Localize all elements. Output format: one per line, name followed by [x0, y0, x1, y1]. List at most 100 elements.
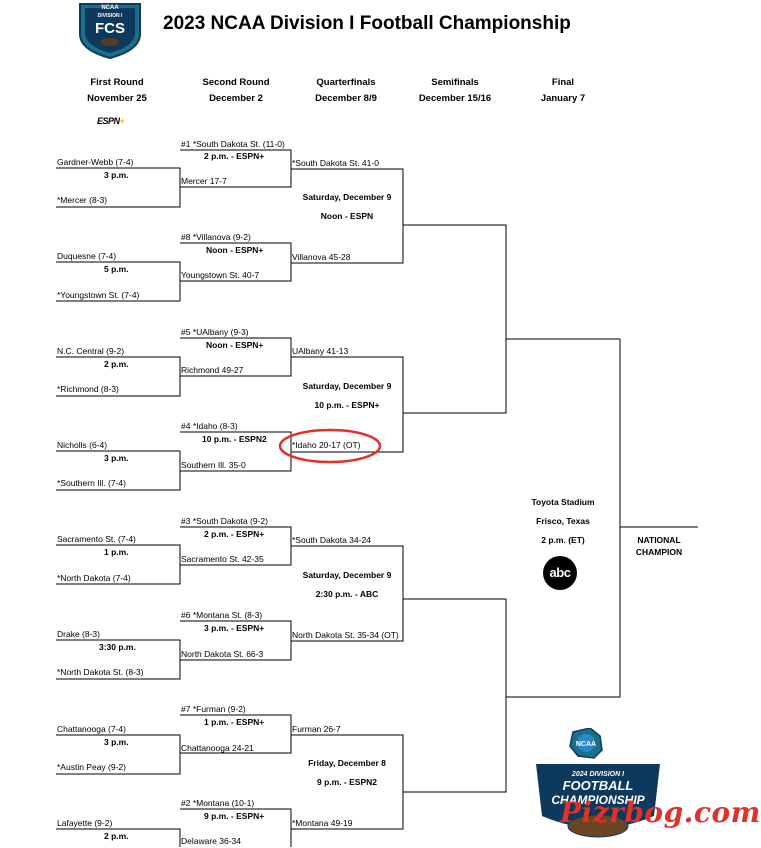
sr-time: 2 p.m. - ESPN+	[204, 529, 265, 539]
sr-seed-team: #1 *South Dakota St. (11-0)	[181, 139, 285, 149]
sr-seed-team: #5 *UAlbany (9-3)	[181, 327, 249, 337]
sr-bracket-2	[180, 242, 292, 282]
sr-result: Southern Ill. 35-0	[181, 460, 246, 470]
fr-bottom-team: *North Dakota (7-4)	[57, 573, 131, 583]
fr-top-team: Chattanooga (7-4)	[57, 724, 126, 734]
qf-day: Saturday, December 9	[302, 192, 392, 202]
sr-time: Noon - ESPN+	[206, 340, 264, 350]
final-venue: Toyota Stadium	[531, 497, 595, 507]
qf-bracket-2	[291, 356, 404, 453]
sr-time: 3 p.m. - ESPN+	[204, 623, 265, 633]
champ-logo-line3: CHAMPIONSHIP	[551, 793, 645, 807]
fr-time: 1 p.m.	[104, 547, 129, 557]
fr-bottom-team: *Austin Peay (9-2)	[57, 762, 126, 772]
qf-bottom-result: *Montana 49-19	[292, 818, 353, 828]
round-date: December 15/16	[418, 93, 492, 104]
sr-result: North Dakota St. 66-3	[181, 649, 264, 659]
fr-time: 2 p.m.	[104, 831, 129, 841]
espn-plus-logo: ESPN+	[97, 116, 125, 126]
fr-time: 2 p.m.	[104, 359, 129, 369]
round-date: January 7	[540, 93, 586, 104]
sr-time: 2 p.m. - ESPN+	[204, 151, 265, 161]
final-city: Frisco, Texas	[536, 516, 590, 526]
round-name: Semifinals	[431, 77, 479, 88]
sr-result: Delaware 36-34	[181, 836, 242, 846]
sr-seed-team: #7 *Furman (9-2)	[181, 704, 246, 714]
qf-time: Noon - ESPN	[320, 211, 374, 221]
sr-time: Noon - ESPN+	[206, 245, 264, 255]
sr-time: 1 p.m. - ESPN+	[204, 717, 265, 727]
espn-logo-text: ESPN	[97, 116, 120, 126]
fr-time: 5 p.m.	[104, 264, 129, 274]
fcs-logo-text: FCS	[95, 20, 125, 37]
sr-result: Richmond 49-27	[181, 365, 244, 375]
qf-time: 10 p.m. - ESPN+	[314, 400, 380, 410]
fcs-logo: NCAA DIVISION I FCS	[75, 0, 145, 65]
round-date: December 8/9	[315, 93, 377, 104]
qf-bracket-3	[291, 545, 404, 642]
qf-top-result: *South Dakota St. 41-0	[292, 158, 379, 168]
fr-top-team: Nicholls (6-4)	[57, 440, 108, 450]
national-champion-line2: CHAMPION	[635, 547, 683, 557]
fr-bottom-team: *Richmond (8-3)	[57, 384, 119, 394]
sr-bracket-8	[180, 808, 292, 847]
fr-time: 3 p.m.	[104, 453, 129, 463]
fr-time: 3 p.m.	[104, 170, 129, 180]
qf-bottom-result: Villanova 45-28	[292, 252, 351, 262]
champ-logo-org: NCAA	[576, 741, 596, 748]
round-name: Final	[551, 77, 575, 88]
sr-seed-team: #3 *South Dakota (9-2)	[181, 516, 268, 526]
qf-top-result: *South Dakota 34-24	[292, 535, 371, 545]
champ-logo-line1: 2024 DIVISION I	[571, 771, 625, 778]
qf-top-result: UAlbany 41-13	[292, 346, 349, 356]
round-date: December 2	[209, 93, 263, 104]
final-bracket	[506, 338, 621, 698]
national-champion-line1: NATIONAL	[637, 535, 681, 545]
fr-top-team: Duquesne (7-4)	[57, 251, 117, 261]
qf-time: 9 p.m. - ESPN2	[317, 777, 377, 787]
sr-result: Chattanooga 24-21	[181, 743, 254, 753]
sr-result: Sacramento St. 42-35	[181, 554, 264, 564]
sr-result: Youngstown St. 40-7	[181, 270, 260, 280]
final-time: 2 p.m. (ET)	[541, 535, 585, 545]
fr-bottom-team: *North Dakota St. (8-3)	[57, 667, 144, 677]
qf-bracket-1	[291, 168, 404, 264]
fcs-logo-division: DIVISION I	[98, 13, 123, 19]
watermark-text: Pizrbog.com	[560, 796, 761, 829]
fr-top-team: Gardner-Webb (7-4)	[57, 157, 134, 167]
espn-plus-sign: +	[119, 116, 125, 126]
fcs-logo-org: NCAA	[101, 5, 119, 11]
abc-logo: abc	[543, 556, 577, 590]
qf-bracket-4	[291, 734, 404, 830]
sf-bracket-2	[403, 598, 507, 793]
championship-logo: NCAA 2024 DIVISION I FOOTBALL CHAMPIONSH…	[528, 727, 668, 848]
fr-top-team: Drake (8-3)	[57, 629, 100, 639]
round-name: Second Round	[202, 77, 270, 88]
sr-time: 9 p.m. - ESPN+	[204, 811, 265, 821]
qf-top-result: Furman 26-7	[292, 724, 341, 734]
qf-time: 2:30 p.m. - ABC	[315, 589, 379, 599]
sr-seed-team: #4 *Idaho (8-3)	[181, 421, 238, 431]
round-header-semifinals: Semifinals December 15/16	[400, 75, 510, 107]
fr-bottom-team: *Mercer (8-3)	[57, 195, 108, 205]
round-header-quarterfinals: Quarterfinals December 8/9	[291, 75, 401, 107]
sf-bracket-1	[403, 224, 507, 414]
round-name: First Round	[90, 77, 144, 88]
champ-logo-line2: FOOTBALL	[563, 778, 634, 793]
sr-seed-team: #2 *Montana (10-1)	[181, 798, 255, 808]
qf-bottom-result: North Dakota St. 35-34 (OT)	[292, 630, 399, 640]
fr-bottom-team: *Youngstown St. (7-4)	[57, 290, 140, 300]
page-title: 2023 NCAA Division I Football Championsh…	[163, 13, 571, 34]
sr-seed-team: #8 *Villanova (9-2)	[181, 232, 251, 242]
sr-bracket-7	[180, 714, 292, 754]
qf-day: Friday, December 8	[308, 758, 386, 768]
round-header-final: Final January 7	[508, 75, 618, 107]
sr-result: Mercer 17-7	[181, 176, 227, 186]
fr-bottom-team: *Southern Ill. (7-4)	[57, 478, 126, 488]
qf-day: Saturday, December 9	[302, 570, 392, 580]
fr-time: 3 p.m.	[104, 737, 129, 747]
fr-top-team: Lafayette (9-2)	[57, 818, 113, 828]
fr-bracket-8	[56, 828, 181, 847]
qf-bottom-result: *Idaho 20-17 (OT)	[292, 440, 361, 450]
